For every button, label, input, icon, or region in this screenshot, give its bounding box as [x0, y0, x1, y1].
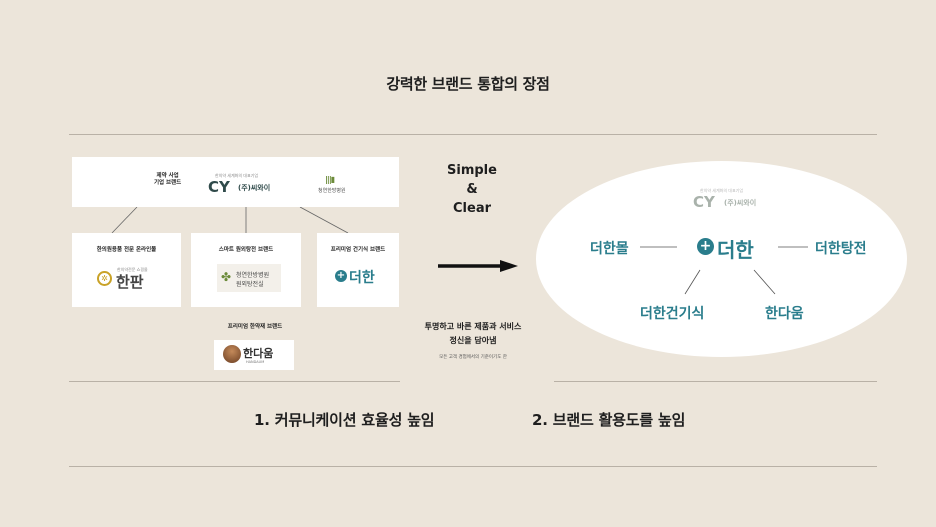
tangjeon-logo-badge [217, 264, 281, 292]
dehan-plus-icon: + [335, 270, 347, 282]
hospital-name: 청연한방병원 [318, 188, 346, 194]
tangjeon-logo-line2: 원외탕전실 [236, 281, 264, 288]
tangjeon-logo-line1: 청연한방병원 [236, 272, 270, 279]
premium-brand-box: 한다움 HANDAUM [214, 340, 294, 370]
parent-brand-category: 제약 사업 기업 브랜드 [154, 173, 182, 187]
dehan-center-logo: 더한 [717, 238, 754, 262]
hospital-icon: |||▮ [325, 175, 335, 184]
slogan: Simple & Clear [447, 163, 497, 216]
left-bottom-divider [69, 381, 400, 382]
description-line2: 정신을 담아냄 [449, 336, 497, 345]
description-line1: 투명하고 바른 제품과 서비스 [424, 322, 522, 331]
handaum-logo-subtext: HANDAUM [246, 360, 265, 364]
page-title: 강력한 브랜드 통합의 장점 [386, 75, 550, 93]
cy-company-name-faded: (주)씨와이 [724, 199, 757, 207]
right-bottom-divider [554, 381, 877, 382]
brand-dehan-mall: 더한몰 [590, 241, 629, 257]
sub-brand-box-tangjeon: 스마트 원외탕전 브랜드 ✤ 청연한방병원 원외탕전실 [191, 233, 301, 307]
hanpan-emblem-icon: ✲ [97, 271, 112, 286]
cy-tagline-faded: 한의약 세계화의 대표기업 [700, 188, 744, 193]
parent-brand-box: 제약 사업 기업 브랜드 한의약 세계화의 대표기업 CY (주)씨와이 |||… [72, 157, 399, 207]
handaum-emblem-icon [223, 345, 241, 363]
cy-logo-faded: CY [693, 193, 715, 211]
benefit-brand-utilization: 2. 브랜드 활용도를 높임 [532, 411, 686, 429]
brand-handaum: 한다움 [765, 306, 804, 322]
cy-logo: CY [208, 178, 230, 196]
dehan-center-plus-icon: + [697, 238, 714, 255]
top-divider [69, 134, 877, 135]
sub-brand-category: 한의원용품 전문 온라인몰 [96, 247, 157, 253]
unified-brand-oval [536, 161, 907, 357]
hanpan-logo-text: 한판 [116, 273, 144, 291]
bottom-divider [69, 466, 877, 467]
tangjeon-emblem-icon: ✤ [221, 270, 232, 284]
arrow-right-icon [438, 260, 518, 272]
benefit-communication: 1. 커뮤니케이션 효율성 높임 [254, 411, 435, 429]
dehan-logo-text: 더한 [349, 270, 375, 286]
sub-brand-category: 프리미엄 건기식 브랜드 [330, 247, 386, 253]
brand-dehan-tangjeon: 더한탕전 [815, 241, 867, 257]
sub-brand-category: 스마트 원외탕전 브랜드 [218, 247, 274, 253]
cy-company-name: (주)씨와이 [238, 184, 271, 192]
brand-dehan-supplement: 더한건기식 [640, 306, 705, 322]
premium-brand-category: 프리미엄 한약재 브랜드 [227, 324, 283, 330]
sub-brand-box-hanpan: 한의원용품 전문 온라인몰 ✲ 한의약전문 쇼핑몰 한판 [72, 233, 181, 307]
sub-brand-box-dehan: 프리미엄 건기식 브랜드 + 더한 [317, 233, 399, 307]
hanpan-tagline: 한의약전문 쇼핑몰 [117, 267, 148, 272]
description-subtext: 모든 고객 경험에서의 기준이기도 한 [439, 355, 507, 360]
cy-tagline: 한의약 세계화의 대표기업 [215, 173, 259, 178]
handaum-logo-text: 한다움 [243, 347, 274, 360]
